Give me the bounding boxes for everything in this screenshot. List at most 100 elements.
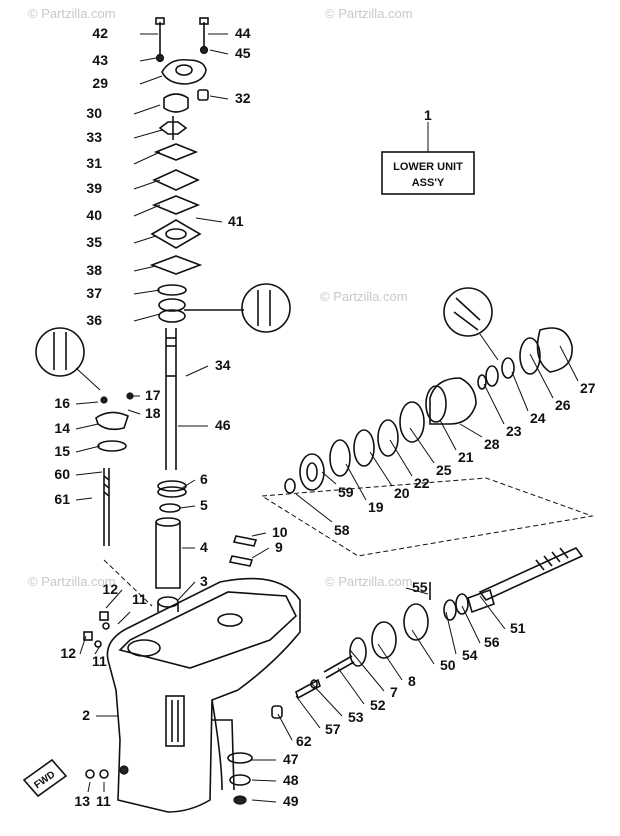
callout-leader-43 [139, 57, 157, 62]
callout-leader-34 [185, 365, 209, 377]
callout-51: 51 [510, 620, 526, 636]
callout-leader-33 [133, 129, 163, 139]
forward-gear-group [284, 287, 573, 494]
callout-leader-10 [251, 532, 267, 537]
callout-leader-26 [529, 353, 554, 399]
callout-leader-14 [75, 423, 99, 430]
callout-leader-21 [439, 419, 457, 451]
callout-4: 4 [200, 539, 208, 555]
callout-leader-61 [75, 497, 93, 501]
fwd-label: FWD [32, 769, 57, 791]
callout-52: 52 [370, 697, 386, 713]
callout-12: 12 [60, 645, 76, 661]
callout-17: 17 [145, 387, 161, 403]
callout-46: 46 [215, 417, 231, 433]
callout-31: 31 [86, 155, 102, 171]
callout-23: 23 [506, 423, 522, 439]
callout-leader-11 [94, 645, 101, 655]
callout-leader-62 [277, 713, 293, 741]
callout-leader-60 [75, 471, 103, 476]
callout-37: 37 [86, 285, 102, 301]
propeller-shaft-group [295, 547, 584, 700]
callout-leader-16 [75, 401, 99, 405]
watermark: © Partzilla.com [28, 574, 116, 589]
drain-hardware [227, 705, 283, 805]
callout-6: 6 [200, 471, 208, 487]
callout-10: 10 [272, 524, 288, 540]
callout-leader-41 [195, 217, 223, 223]
callout-54: 54 [462, 647, 478, 663]
callout-40: 40 [86, 207, 102, 223]
callout-leader-11 [117, 611, 131, 625]
callout-14: 14 [54, 420, 70, 436]
callout-leader-12 [79, 635, 87, 655]
callout-62: 62 [296, 733, 312, 749]
callout-57: 57 [325, 721, 341, 737]
callout-leader-25 [409, 427, 435, 464]
callout-leader-32 [209, 95, 229, 100]
callout-leader-6 [181, 479, 196, 489]
callout-30: 30 [86, 105, 102, 121]
callout-leader-15 [75, 445, 101, 453]
callout-60: 60 [54, 466, 70, 482]
callout-19: 19 [368, 499, 384, 515]
callout-leader-55 [405, 587, 429, 595]
callout-leader-23 [483, 383, 505, 425]
callout-leader-53 [311, 683, 343, 717]
callout-55: 55 [412, 579, 428, 595]
callout-3: 3 [200, 573, 208, 589]
callout-11: 11 [96, 793, 111, 809]
callout-43: 43 [92, 52, 108, 68]
callout-11: 11 [132, 591, 147, 607]
drive-shaft [165, 328, 177, 470]
callout-18: 18 [145, 405, 161, 421]
assembly-label: 1 LOWER UNIT ASS'Y [381, 107, 475, 195]
shift-rod-group [35, 327, 153, 607]
callout-29: 29 [92, 75, 108, 91]
gear-case-housing [106, 577, 301, 813]
callout-38: 38 [86, 262, 102, 278]
water-pump-stack [149, 17, 291, 333]
callout-61: 61 [54, 491, 70, 507]
callout-leader-20 [369, 451, 393, 487]
assembly-label-line1: LOWER UNIT [393, 161, 463, 173]
callout-leader-57 [295, 695, 321, 729]
callout-33: 33 [86, 129, 102, 145]
callout-26: 26 [555, 397, 571, 413]
callout-53: 53 [348, 709, 364, 725]
callout-leader-29 [139, 75, 163, 85]
callout-5: 5 [200, 497, 208, 513]
callout-leader-8 [377, 643, 403, 681]
callout-21: 21 [458, 449, 474, 465]
callout-leader-12 [105, 589, 123, 609]
callout-15: 15 [54, 443, 70, 459]
callout-32: 32 [235, 90, 251, 106]
callout-leader-3 [177, 581, 196, 601]
callout-56: 56 [484, 634, 500, 650]
callout-leader-27 [559, 345, 579, 382]
callout-12: 12 [102, 581, 118, 597]
callout-leader-35 [133, 235, 157, 244]
callout-35: 35 [86, 234, 102, 250]
callout-leader-58 [295, 493, 333, 523]
callout-45: 45 [235, 45, 251, 61]
callout-leader-39 [133, 179, 161, 190]
callout-58: 58 [334, 522, 350, 538]
callout-leader-51 [479, 595, 506, 630]
watermark: © Partzilla.com [28, 6, 116, 21]
callout-leader-54 [445, 611, 457, 655]
small-hardware [83, 535, 258, 779]
callout-leader-52 [337, 667, 365, 705]
callout-leader-36 [133, 313, 161, 322]
callout-13: 13 [74, 793, 90, 809]
callout-leader-30 [133, 104, 161, 115]
callout-1: 1 [424, 107, 432, 123]
callout-11: 11 [92, 653, 107, 669]
callout-9: 9 [275, 539, 283, 555]
propeller-shaft-frame [260, 477, 594, 557]
callout-48: 48 [283, 772, 299, 788]
drive-shaft-bearings [155, 480, 187, 612]
